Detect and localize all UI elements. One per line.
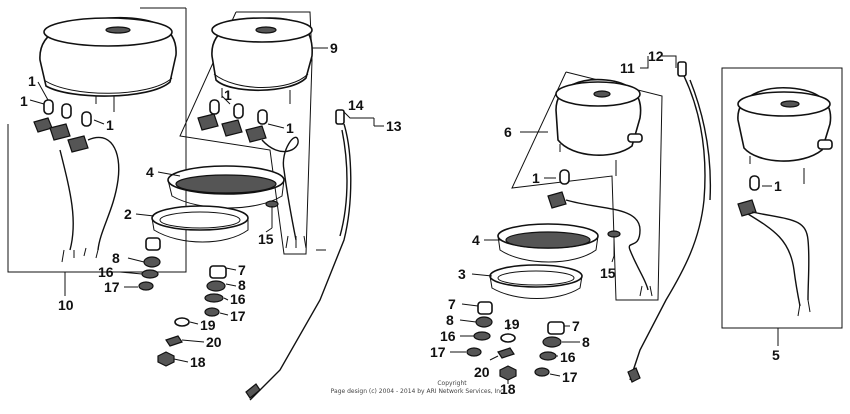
group-5: 5 1 — [721, 67, 843, 363]
leader-12 — [662, 55, 677, 68]
callout-20b: 20 — [474, 364, 490, 380]
grommet-7a — [157, 265, 227, 367]
callout-14: 14 — [348, 97, 364, 113]
callout-16a: 16 — [98, 264, 114, 280]
grommet-19b — [497, 333, 517, 381]
meter-ring-3 — [489, 264, 583, 299]
meter-case-4a — [167, 165, 285, 209]
callout-1c: 1 — [106, 117, 114, 133]
callout-1f: 1 — [532, 170, 540, 186]
bulb-sockets-9 — [197, 99, 307, 249]
cable-13 — [245, 109, 352, 401]
meter-ring-2 — [151, 205, 249, 243]
group-9-frame — [179, 11, 313, 255]
callout-6: 6 — [504, 124, 512, 140]
callout-9: 9 — [330, 40, 338, 56]
callout-17a: 17 — [104, 279, 120, 295]
callout-17b: 17 — [230, 308, 246, 324]
callout-5: 5 — [772, 347, 780, 363]
callout-10: 10 — [58, 297, 74, 313]
callout-19b: 19 — [504, 316, 520, 332]
callout-8d: 8 — [582, 334, 590, 350]
bulb-socket-6 — [547, 169, 653, 297]
callout-1g: 1 — [774, 178, 782, 194]
callout-1b: 1 — [20, 93, 28, 109]
meter-case-4b — [497, 223, 599, 263]
callout-4b: 4 — [472, 232, 480, 248]
grommet-8a — [138, 237, 161, 291]
group-10-frame — [7, 8, 187, 273]
callout-17c: 17 — [430, 344, 446, 360]
cable-11 — [627, 61, 712, 383]
copyright-label: Copyright — [437, 380, 467, 387]
callout-16d: 16 — [560, 349, 576, 365]
bulb-socket-5 — [737, 175, 811, 317]
callout-4a: 4 — [146, 164, 154, 180]
callout-7b: 7 — [448, 296, 456, 312]
bulb-sockets-10 — [33, 99, 120, 263]
callout-11: 11 — [620, 60, 635, 76]
meter-housing-5 — [737, 86, 833, 184]
callout-7a: 7 — [238, 262, 246, 278]
callout-1d: 1 — [224, 87, 232, 103]
callout-3: 3 — [458, 266, 466, 282]
group-9: 9 1 1 — [179, 11, 338, 255]
callout-2: 2 — [124, 206, 132, 222]
callout-7c: 7 — [572, 318, 580, 334]
group-10: 10 1 1 1 — [7, 7, 187, 313]
copyright-notice: Page design (c) 2004 - 2014 by ARI Netwo… — [331, 388, 506, 395]
screw-15a — [265, 200, 279, 228]
callout-19a: 19 — [200, 317, 216, 333]
callout-1a: 1 — [28, 73, 36, 89]
callout-8c: 8 — [446, 312, 454, 328]
callout-16c: 16 — [440, 328, 456, 344]
callout-13: 13 — [386, 118, 402, 134]
callout-16b: 16 — [230, 291, 246, 307]
callout-18a: 18 — [190, 354, 206, 370]
screw-15b — [607, 230, 621, 256]
callout-15a: 15 — [258, 231, 274, 247]
callout-1e: 1 — [286, 120, 294, 136]
callout-8b: 8 — [238, 277, 246, 293]
callout-20a: 20 — [206, 334, 222, 350]
callout-15b: 15 — [600, 265, 616, 281]
leader-11 — [640, 56, 649, 69]
meter-housing-9 — [211, 17, 313, 104]
group-6: 6 1 — [504, 71, 663, 301]
callout-8a: 8 — [112, 250, 120, 266]
grommet-7b — [466, 301, 493, 357]
callout-12: 12 — [648, 48, 664, 64]
meter-housing-10 — [39, 16, 177, 112]
callout-18b: 18 — [500, 381, 516, 397]
group-5-frame — [721, 67, 843, 329]
group-6-frame — [511, 71, 663, 301]
leader-14 — [343, 111, 374, 119]
meter-housing-6 — [555, 78, 643, 176]
grommet-7c — [534, 321, 565, 377]
callout-17d: 17 — [562, 369, 578, 385]
